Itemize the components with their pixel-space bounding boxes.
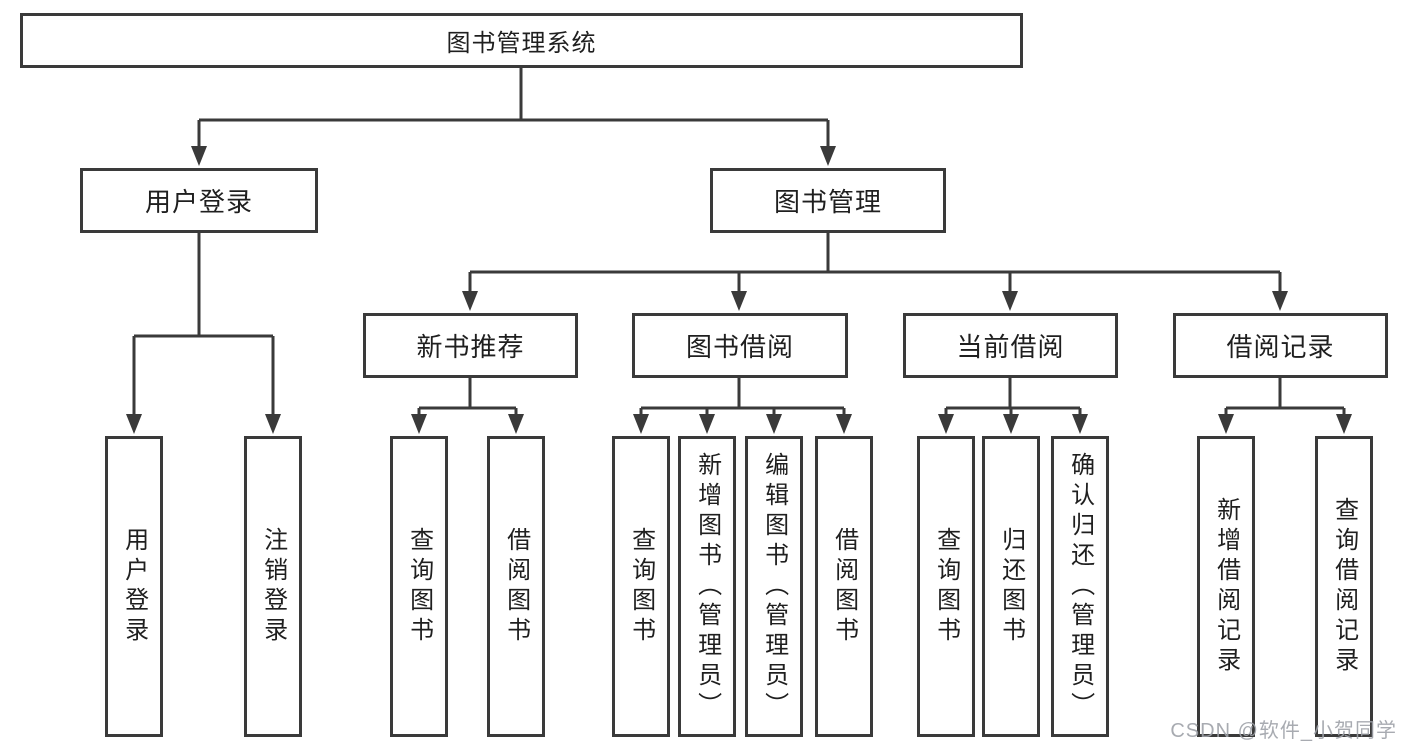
leaf-logout: 注销登录 bbox=[244, 436, 302, 737]
node-root-label: 图书管理系统 bbox=[446, 30, 597, 57]
node-book-borrow-label: 图书借阅 bbox=[685, 332, 794, 362]
leaf-add-book-admin-label: 新增图书（管理员） bbox=[693, 451, 721, 722]
leaf-query-book-3: 查询图书 bbox=[917, 436, 975, 737]
leaf-return-book: 归还图书 bbox=[982, 436, 1040, 737]
leaf-query-borrow-record-label: 查询借阅记录 bbox=[1330, 496, 1358, 677]
node-current-borrow-label: 当前借阅 bbox=[956, 332, 1065, 362]
node-new-book-recommend: 新书推荐 bbox=[363, 313, 578, 378]
leaf-borrow-book-1-label: 借阅图书 bbox=[502, 526, 530, 647]
node-book-management: 图书管理 bbox=[710, 168, 946, 233]
leaf-user-login-label: 用户登录 bbox=[120, 526, 148, 647]
leaf-confirm-return-admin: 确认归还（管理员） bbox=[1051, 436, 1109, 737]
leaf-logout-label: 注销登录 bbox=[259, 526, 287, 647]
leaf-query-book-2-label: 查询图书 bbox=[627, 526, 655, 647]
node-user-login-label: 用户登录 bbox=[144, 187, 253, 217]
leaf-return-book-label: 归还图书 bbox=[997, 526, 1025, 647]
tree-edges bbox=[132, 68, 1346, 415]
node-user-login: 用户登录 bbox=[80, 168, 318, 233]
node-borrow-record-label: 借阅记录 bbox=[1226, 332, 1335, 362]
leaf-add-borrow-record-label: 新增借阅记录 bbox=[1212, 496, 1240, 677]
node-current-borrow: 当前借阅 bbox=[903, 313, 1118, 378]
node-book-management-label: 图书管理 bbox=[773, 187, 882, 217]
leaf-borrow-book-2-label: 借阅图书 bbox=[830, 526, 858, 647]
node-root: 图书管理系统 bbox=[20, 13, 1023, 68]
leaf-edit-book-admin-label: 编辑图书（管理员） bbox=[760, 451, 788, 722]
leaf-query-borrow-record: 查询借阅记录 bbox=[1315, 436, 1373, 737]
node-new-book-recommend-label: 新书推荐 bbox=[416, 332, 525, 362]
leaf-add-book-admin: 新增图书（管理员） bbox=[678, 436, 736, 737]
node-book-borrow: 图书借阅 bbox=[632, 313, 848, 378]
leaf-edit-book-admin: 编辑图书（管理员） bbox=[745, 436, 803, 737]
leaf-query-book-2: 查询图书 bbox=[612, 436, 670, 737]
node-borrow-record: 借阅记录 bbox=[1173, 313, 1388, 378]
leaf-borrow-book-1: 借阅图书 bbox=[487, 436, 545, 737]
leaf-query-book-1-label: 查询图书 bbox=[405, 526, 433, 647]
leaf-confirm-return-admin-label: 确认归还（管理员） bbox=[1066, 451, 1094, 722]
leaf-query-book-3-label: 查询图书 bbox=[932, 526, 960, 647]
leaf-query-book-1: 查询图书 bbox=[390, 436, 448, 737]
csdn-watermark: CSDN @软件_小贺同学 bbox=[1170, 720, 1397, 742]
leaf-add-borrow-record: 新增借阅记录 bbox=[1197, 436, 1255, 737]
leaf-borrow-book-2: 借阅图书 bbox=[815, 436, 873, 737]
leaf-user-login: 用户登录 bbox=[105, 436, 163, 737]
